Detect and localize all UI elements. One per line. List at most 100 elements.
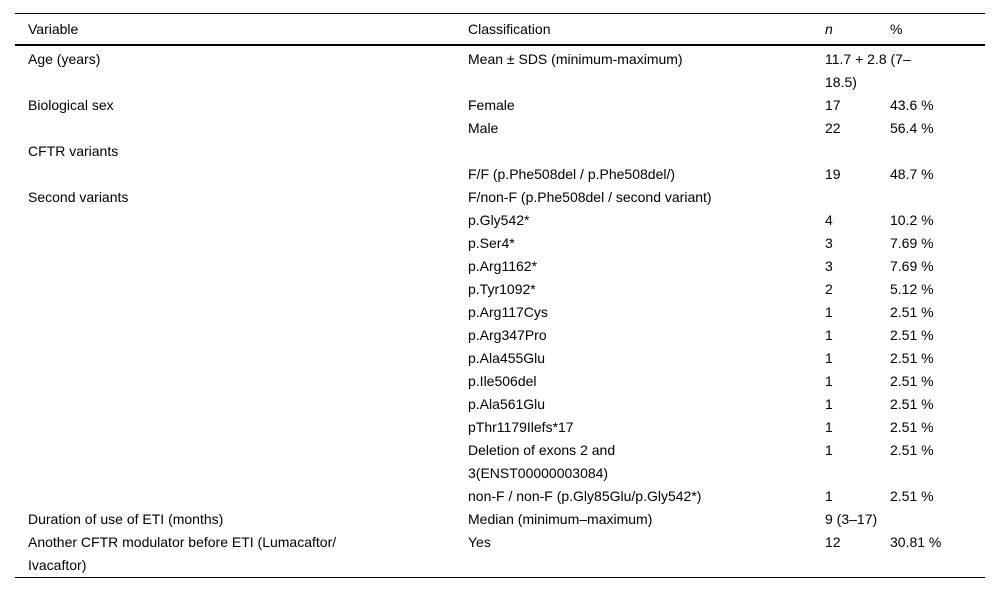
cell-percent: 10.2 % bbox=[890, 212, 934, 228]
cell-percent: 2.51 % bbox=[890, 442, 934, 458]
cell-n: 4 bbox=[825, 212, 833, 228]
cell-percent: 2.51 % bbox=[890, 304, 934, 320]
table-body: Age (years) Mean ± SDS (minimum-maximum) 1… bbox=[15, 45, 985, 578]
cell-variable bbox=[15, 485, 468, 508]
cell-n: 9 (3–17) bbox=[825, 511, 878, 527]
cell-percent: 5.12 % bbox=[890, 281, 934, 297]
cell-variable: Duration of use of ETI (months) bbox=[28, 511, 224, 527]
cell-n: 1 bbox=[825, 304, 833, 320]
cell-n: 1 bbox=[825, 396, 833, 412]
cell-classification: p.Tyr1092* bbox=[468, 281, 536, 297]
header-row: Variable Classification n % bbox=[15, 13, 985, 46]
cell-n: 19 bbox=[825, 166, 841, 182]
table-row: Deletion of exons 2 and 3(ENST0000000308… bbox=[15, 439, 985, 485]
cell-classification: p.Ala455Glu bbox=[468, 350, 546, 366]
cell-classification: F/non-F (p.Phe508del / second variant) bbox=[468, 189, 712, 205]
cell-n: 17 bbox=[825, 97, 841, 113]
table-row: p.Tyr1092* 2 5.12 % bbox=[15, 278, 985, 301]
cell-variable bbox=[15, 163, 468, 186]
cell-n: 22 bbox=[825, 120, 841, 136]
cell-n: 1 bbox=[825, 442, 833, 458]
cell-classification: Female bbox=[468, 97, 515, 113]
table-row: p.Arg1162* 3 7.69 % bbox=[15, 255, 985, 278]
cell-n: 3 bbox=[825, 258, 833, 274]
cell-classification: F/F (p.Phe508del / p.Phe508del/) bbox=[468, 166, 676, 182]
cell-classification: pThr1179Ilefs*17 bbox=[468, 419, 574, 435]
table-row: Age (years) Mean ± SDS (minimum-maximum) 1… bbox=[15, 45, 985, 94]
cell-n: 1 bbox=[825, 419, 833, 435]
cell-variable: Second variants bbox=[28, 189, 129, 205]
table-row: Another CFTR modulator before ETI (Lumac… bbox=[15, 531, 985, 578]
cell-classification: p.Arg117Cys bbox=[468, 304, 548, 320]
header-percent: % bbox=[890, 13, 985, 46]
table-row: Male 22 56.4 % bbox=[15, 117, 985, 140]
cell-n: 2 bbox=[825, 281, 833, 297]
cell-percent: 30.81 % bbox=[890, 534, 942, 550]
cell-n bbox=[825, 186, 890, 209]
cell-variable bbox=[15, 255, 468, 278]
cell-classification: Male bbox=[468, 120, 499, 136]
table-row: CFTR variants bbox=[15, 140, 985, 163]
cell-variable: CFTR variants bbox=[28, 143, 119, 159]
cell-classification: p.Ser4* bbox=[468, 235, 515, 251]
cell-variable bbox=[15, 324, 468, 347]
cell-classification: non-F / non-F (p.Gly85Glu/p.Gly542*) bbox=[468, 488, 702, 504]
cell-percent: 56.4 % bbox=[890, 120, 934, 136]
cell-percent bbox=[890, 140, 985, 163]
cell-n: 1 bbox=[825, 350, 833, 366]
cell-classification bbox=[468, 140, 825, 163]
header-classification: Classification bbox=[468, 13, 825, 46]
cell-percent: 2.51 % bbox=[890, 327, 934, 343]
cell-classification: p.Arg1162* bbox=[468, 258, 538, 274]
cell-classification: Median (minimum–maximum) bbox=[468, 511, 653, 527]
table-row: p.Ala561Glu 1 2.51 % bbox=[15, 393, 985, 416]
table-row: p.Arg117Cys 1 2.51 % bbox=[15, 301, 985, 324]
table-row: Second variants F/non-F (p.Phe508del / se… bbox=[15, 186, 985, 209]
cell-variable bbox=[15, 301, 468, 324]
cell-classification: Mean ± SDS (minimum-maximum) bbox=[468, 51, 683, 67]
cell-variable: Age (years) bbox=[28, 51, 101, 67]
header-variable: Variable bbox=[15, 13, 468, 46]
table-row: Biological sex Female 17 43.6 % bbox=[15, 94, 985, 117]
cell-variable: Biological sex bbox=[28, 97, 114, 113]
cell-classification: p.Ala561Glu bbox=[468, 396, 546, 412]
cell-n: 1 bbox=[825, 373, 833, 389]
patient-characteristics-table: Variable Classification n % Age (years) M… bbox=[15, 13, 985, 578]
table-row: Duration of use of ETI (months) Median (m… bbox=[15, 508, 985, 531]
cell-classification: p.Gly542* bbox=[468, 212, 530, 228]
cell-percent: 2.51 % bbox=[890, 373, 934, 389]
cell-variable bbox=[15, 370, 468, 393]
table-row: p.Ser4* 3 7.69 % bbox=[15, 232, 985, 255]
cell-variable bbox=[15, 209, 468, 232]
cell-percent: 48.7 % bbox=[890, 166, 934, 182]
cell-n: 1 bbox=[825, 327, 833, 343]
cell-classification: Yes bbox=[468, 534, 491, 550]
cell-percent: 7.69 % bbox=[890, 235, 934, 251]
cell-percent: 2.51 % bbox=[890, 488, 934, 504]
cell-variable bbox=[15, 416, 468, 439]
table-row: pThr1179Ilefs*17 1 2.51 % bbox=[15, 416, 985, 439]
cell-classification: p.Arg347Pro bbox=[468, 327, 547, 343]
table-row: p.Ile506del 1 2.51 % bbox=[15, 370, 985, 393]
cell-variable bbox=[15, 117, 468, 140]
cell-percent: 2.51 % bbox=[890, 396, 934, 412]
cell-percent: 7.69 % bbox=[890, 258, 934, 274]
cell-percent: 43.6 % bbox=[890, 97, 934, 113]
table-row: p.Ala455Glu 1 2.51 % bbox=[15, 347, 985, 370]
table-row: F/F (p.Phe508del / p.Phe508del/) 19 48.7 % bbox=[15, 163, 985, 186]
cell-variable: Another CFTR modulator before ETI (Lumac… bbox=[28, 534, 337, 573]
cell-variable bbox=[15, 439, 468, 485]
cell-n: 3 bbox=[825, 235, 833, 251]
cell-n: 11.7 + 2.8 (7– 18.5) bbox=[825, 51, 911, 90]
cell-classification: p.Ile506del bbox=[468, 373, 537, 389]
cell-variable bbox=[15, 232, 468, 255]
cell-percent bbox=[890, 186, 985, 209]
cell-n: 12 bbox=[825, 534, 841, 550]
table-header: Variable Classification n % bbox=[15, 13, 985, 46]
cell-percent: 2.51 % bbox=[890, 419, 934, 435]
cell-percent bbox=[890, 508, 985, 531]
cell-n bbox=[825, 140, 890, 163]
cell-percent: 2.51 % bbox=[890, 350, 934, 366]
cell-classification: Deletion of exons 2 and 3(ENST0000000308… bbox=[468, 442, 616, 481]
